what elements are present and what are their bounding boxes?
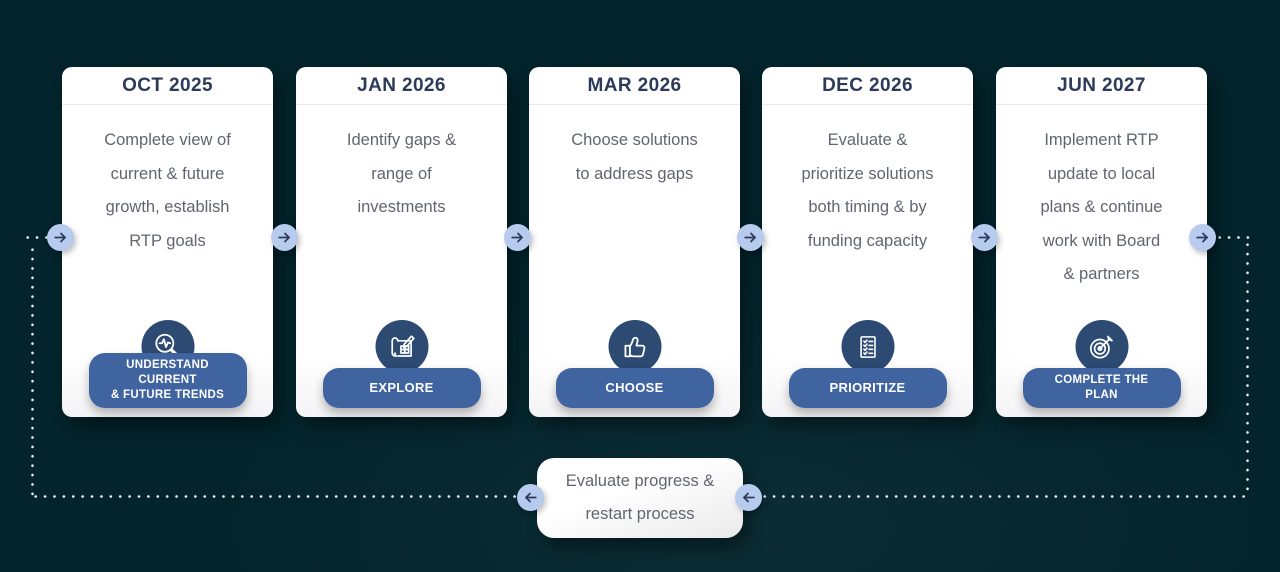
step-description: Identify gaps & range of investments — [346, 131, 457, 216]
step-icon-badge — [375, 320, 428, 373]
step-card-dec-2026: DEC 2026 Evaluate & prioritize solutions… — [762, 67, 973, 417]
loop-dotted-segment-right — [1246, 240, 1249, 496]
step-card-mar-2026: MAR 2026 Choose solutions to address gap… — [529, 67, 740, 417]
step-date: JAN 2026 — [296, 67, 507, 105]
checklist-icon — [860, 335, 876, 358]
blueprint-pencil-icon — [391, 334, 415, 357]
thumbs-up-icon — [624, 336, 646, 357]
step-card-jun-2027: JUN 2027 Implement RTP update to local p… — [996, 67, 1207, 417]
arrow-left-icon — [743, 492, 755, 503]
step-description: Implement RTP update to local plans & co… — [1040, 131, 1163, 283]
arrow-right-icon — [978, 232, 990, 243]
understand-trends-button[interactable]: UNDERSTAND CURRENT & FUTURE TRENDS — [88, 353, 247, 408]
arrow-right-icon — [54, 232, 66, 243]
step-icon-badge — [841, 320, 894, 373]
flow-arrow-end — [1189, 224, 1216, 251]
flow-arrow-2-3 — [504, 224, 531, 251]
target-arrow-icon — [1089, 335, 1113, 359]
flow-arrow-start — [47, 224, 74, 251]
arrow-right-icon — [278, 232, 290, 243]
complete-the-plan-button[interactable]: COMPLETE THE PLAN — [1022, 368, 1181, 408]
arrow-right-icon — [744, 232, 756, 243]
arrow-right-icon — [1196, 232, 1208, 243]
arrow-right-icon — [511, 232, 523, 243]
flow-arrow-4-5 — [971, 224, 998, 251]
loop-dotted-segment-bottom-left — [31, 495, 519, 498]
flow-arrow-3-4 — [737, 224, 764, 251]
arrow-left-icon — [525, 492, 537, 503]
step-date: DEC 2026 — [762, 67, 973, 105]
step-date: OCT 2025 — [62, 67, 273, 105]
step-card-jan-2026: JAN 2026 Identify gaps & range of invest… — [296, 67, 507, 417]
choose-button[interactable]: CHOOSE — [555, 368, 714, 408]
restart-process-card: Evaluate progress & restart process — [537, 458, 743, 538]
step-date: JUN 2027 — [996, 67, 1207, 105]
explore-button[interactable]: EXPLORE — [322, 368, 481, 408]
loop-dotted-segment-top-right — [1215, 236, 1250, 239]
loop-dotted-segment-top-left — [23, 236, 51, 239]
step-date: MAR 2026 — [529, 67, 740, 105]
step-icon-badge — [1075, 320, 1128, 373]
step-description: Choose solutions to address gaps — [571, 131, 698, 183]
step-icon-badge — [608, 320, 661, 373]
loop-dotted-segment-left — [31, 245, 34, 496]
loop-dotted-segment-bottom-right — [760, 495, 1249, 498]
step-description: Complete view of current & future growth… — [104, 131, 231, 250]
step-card-oct-2025: OCT 2025 Complete view of current & futu… — [62, 67, 273, 417]
step-description: Evaluate & prioritize solutions both tim… — [801, 131, 934, 250]
loop-arrow-left — [517, 484, 544, 511]
prioritize-button[interactable]: PRIORITIZE — [788, 368, 947, 408]
loop-arrow-right — [735, 484, 762, 511]
flow-arrow-1-2 — [271, 224, 298, 251]
